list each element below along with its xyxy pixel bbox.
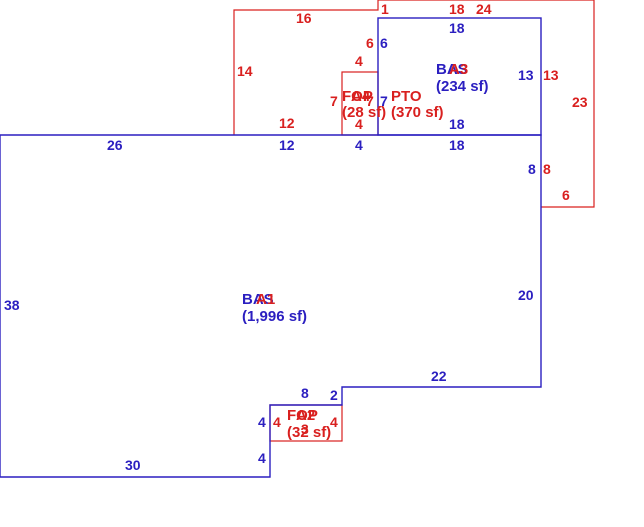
fop-lower-size: (32 sf) [287, 424, 331, 441]
fop-upper-code: FOP [342, 88, 373, 105]
dim-label: 4 [258, 414, 266, 430]
bas-overlay-code: A1 [256, 291, 275, 308]
dim-label: 4 [355, 116, 363, 132]
fop-upper-overlay-code: A4 [351, 88, 371, 105]
dim-label: 7 [366, 93, 374, 109]
dim-label: 12 [279, 115, 295, 131]
dim-label: 38 [4, 297, 20, 313]
dim-label: 3 [301, 421, 309, 437]
bas-size: (1,996 sf) [242, 308, 307, 325]
dim-label: 18 [449, 1, 465, 17]
dim-label: 7 [380, 93, 388, 109]
dim-label: 13 [543, 67, 559, 83]
dim-label: 24 [476, 1, 492, 17]
bas-code: BAS [242, 291, 274, 308]
dim-label: 13 [518, 67, 534, 83]
bas-upper-outline [377, 17, 542, 136]
dim-label: 4 [355, 137, 363, 153]
dim-label: 4 [355, 53, 363, 69]
dim-label: 22 [431, 368, 447, 384]
dim-label: 18 [449, 20, 465, 36]
dim-label: 7 [330, 93, 338, 109]
dim-label: 8 [543, 161, 551, 177]
dim-label: 4 [273, 414, 281, 430]
dim-label: 12 [279, 137, 295, 153]
dim-label: 6 [380, 35, 388, 51]
fop-upper-size: (28 sf) [342, 104, 386, 121]
dim-label: 8 [301, 385, 309, 401]
dim-label: 18 [449, 116, 465, 132]
dim-label: 6 [366, 35, 374, 51]
dim-label: 30 [125, 457, 141, 473]
pto-outline [233, 0, 595, 208]
dim-label: 18 [449, 137, 465, 153]
bas-upper-size: (234 sf) [436, 78, 489, 95]
dim-label: 23 [572, 94, 588, 110]
dim-label: 26 [107, 137, 123, 153]
dim-label: 4 [258, 450, 266, 466]
pto-code: PTO [391, 88, 422, 105]
bas-main-outline [0, 134, 542, 478]
dim-label: 8 [528, 161, 536, 177]
dim-label: 2 [330, 387, 338, 403]
dim-label: 16 [296, 10, 312, 26]
dim-label: 4 [330, 414, 338, 430]
pto-size: (370 sf) [391, 104, 444, 121]
bas-upper-overlay-code: A3 [449, 61, 468, 78]
dim-label: 20 [518, 287, 534, 303]
dim-label: 6 [562, 187, 570, 203]
bas-upper-code: BAS [436, 61, 468, 78]
fop-lower-overlay-code: A2 [296, 407, 315, 424]
fop-lower-code: FOP [287, 407, 318, 424]
dim-label: 14 [237, 63, 253, 79]
dim-label: 1 [381, 1, 389, 17]
